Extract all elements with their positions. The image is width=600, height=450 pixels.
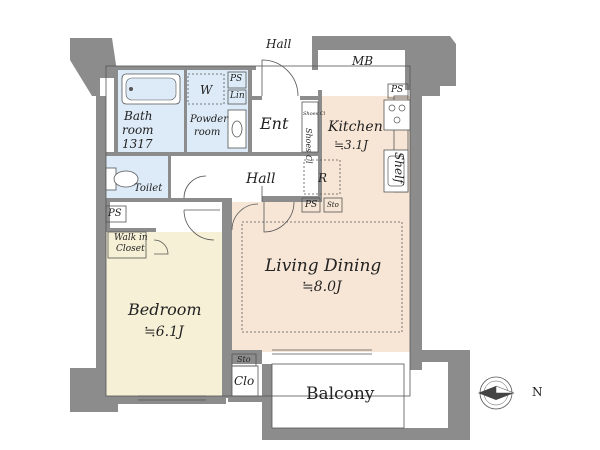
label-living-area: ≒8.0J: [302, 279, 342, 295]
label-toilet: Toilet: [134, 183, 163, 194]
label-mb: MB: [352, 54, 374, 68]
shoes-cl-box: [301, 101, 319, 153]
label-ps-kitchen: PS: [391, 85, 404, 95]
stove: [383, 99, 411, 131]
label-kitchen: Kitchen: [328, 119, 383, 135]
label-ps-top: PS: [230, 74, 243, 84]
label-bath-1: Bath: [124, 109, 153, 123]
label-living: Living Dining: [265, 256, 382, 276]
label-bath-3: 1317: [122, 137, 153, 151]
washbasin: [227, 109, 247, 149]
bathtub: [121, 73, 181, 105]
label-ent: Ent: [260, 114, 289, 133]
compass-label: N: [532, 385, 543, 399]
label-hall-top: Hall: [266, 37, 292, 51]
label-hall-mid: Hall: [246, 171, 276, 187]
label-kitchen-area: ≒3.1J: [334, 138, 368, 152]
label-walkin-1: Walk in: [114, 233, 148, 243]
windows: [138, 349, 372, 401]
label-clo: Clo: [234, 374, 255, 388]
label-shoes-cl-small: Shoes Cl: [303, 111, 326, 117]
ps-box-top: [227, 71, 247, 89]
walk-in-box: [107, 231, 147, 259]
label-powder-2: room: [194, 127, 221, 138]
doors: [153, 59, 299, 255]
sink: [383, 149, 409, 193]
label-sto-mid: Sto: [327, 201, 339, 209]
label-w: W: [200, 83, 213, 97]
toilet-fixture: [105, 167, 139, 191]
label-walkin-2: Closet: [116, 244, 145, 254]
living-dining-floor: [232, 202, 410, 352]
bedroom-floor: [106, 232, 222, 396]
balcony-outline: [271, 363, 405, 429]
label-balcony: Balcony: [306, 384, 375, 404]
clo-box: [231, 365, 259, 397]
label-ps-mid: PS: [305, 200, 318, 210]
w-box: [187, 73, 225, 105]
label-bedroom-area: ≒6.1J: [144, 324, 184, 340]
label-ps-left: PS: [108, 208, 122, 219]
ps-box-kitchen: [387, 83, 409, 99]
label-lin: Lin: [230, 91, 245, 101]
ps-box-left: [105, 205, 127, 223]
label-shoes-cl: Shoes Cl: [304, 128, 313, 164]
r-box: [303, 159, 341, 195]
lin-box: [227, 89, 247, 105]
living-carpet: [241, 221, 403, 333]
exterior-walls: [70, 36, 470, 440]
label-powder-1: Powder: [190, 114, 229, 125]
compass: [478, 376, 515, 410]
label-bedroom: Bedroom: [128, 300, 202, 319]
label-bath-2: room: [122, 123, 154, 137]
sto-box-mid: [323, 197, 343, 213]
label-sto-bottom: Sto: [237, 355, 251, 364]
ps-box-mid: [301, 197, 321, 213]
walk-in-floor: [106, 232, 146, 258]
label-r: R: [318, 171, 328, 185]
label-shelf: Shelf: [392, 152, 406, 184]
